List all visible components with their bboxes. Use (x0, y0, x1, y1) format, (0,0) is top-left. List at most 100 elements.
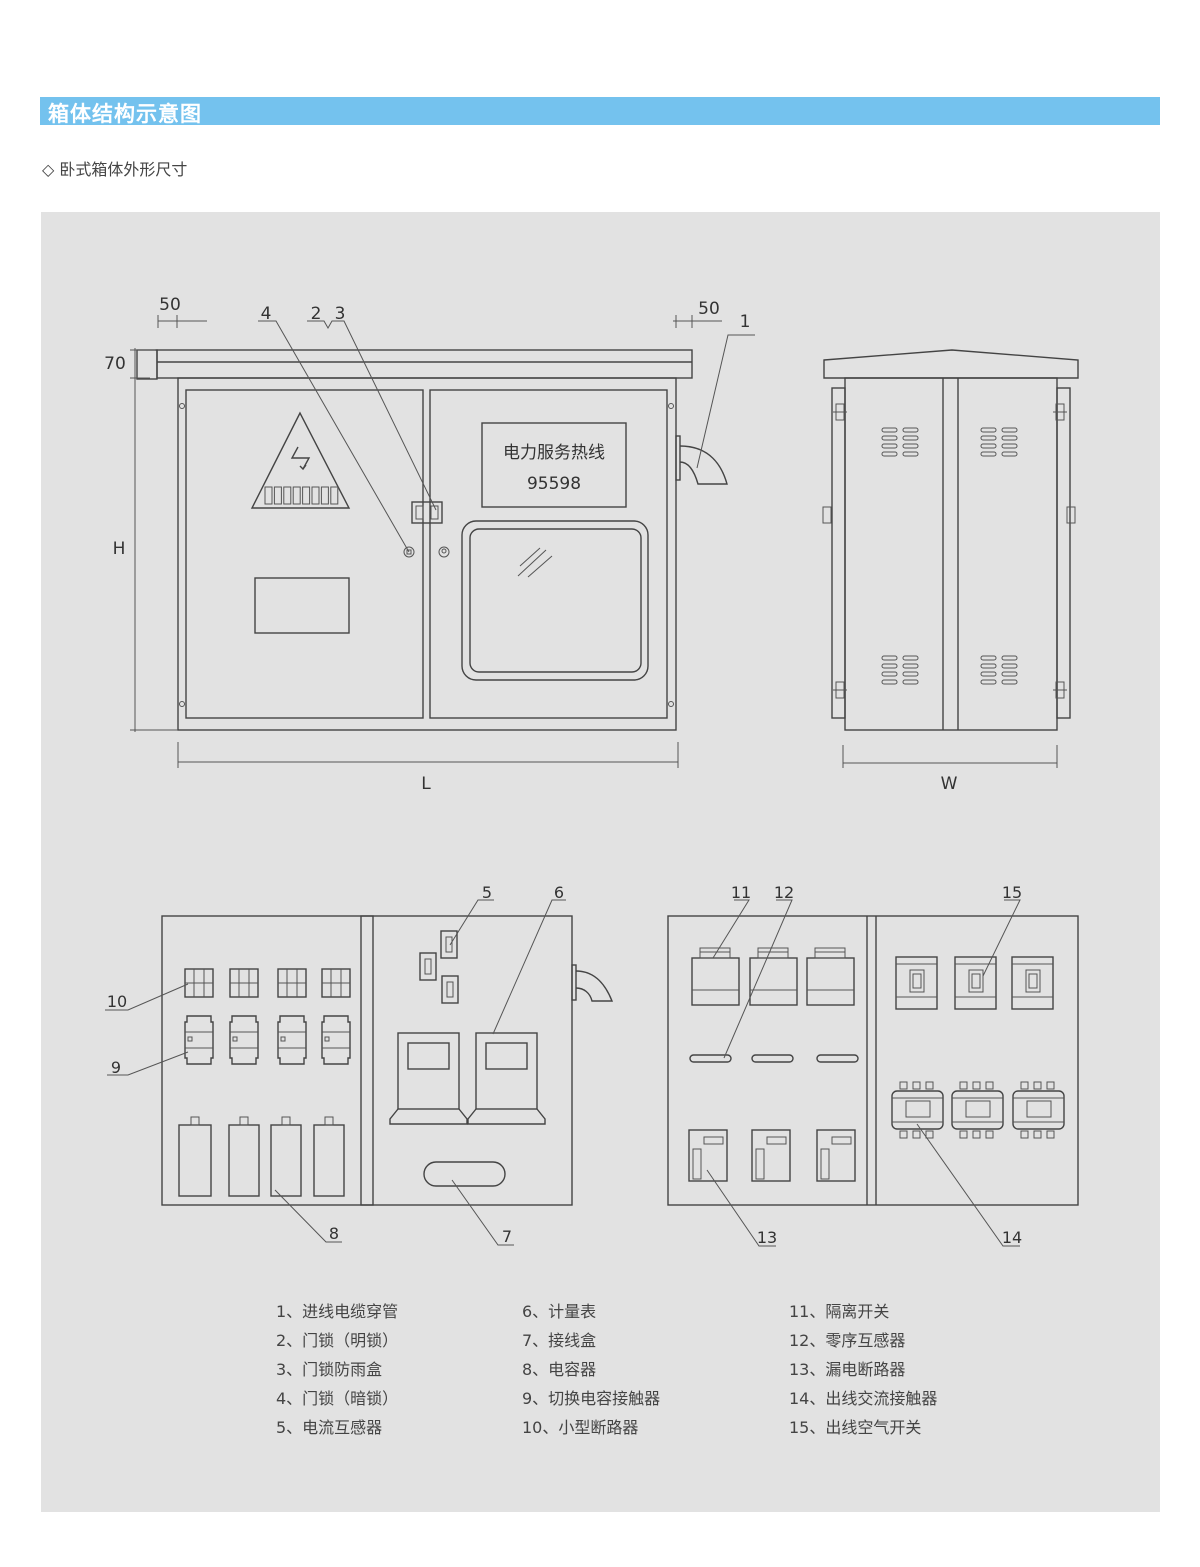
air-circuit-breaker (895, 956, 938, 1010)
left-interior-panel: 5 6 10 9 8 7 (105, 883, 614, 1246)
side-body (844, 377, 1058, 731)
callout-9: 9 (111, 1058, 121, 1077)
callout-2: 2 (311, 304, 322, 324)
cable-conduit (675, 435, 728, 485)
residual-current-breaker (751, 1129, 791, 1182)
legend-item: 2、门锁（明锁） (276, 1331, 399, 1350)
legend-item: 14、出线交流接触器 (789, 1389, 938, 1408)
capacitor (178, 1116, 212, 1197)
dim-height: H (113, 539, 126, 559)
lock-rain-box (411, 501, 443, 524)
ac-contactor (1012, 1081, 1065, 1139)
left-door (185, 389, 424, 719)
callout-4: 4 (261, 304, 272, 324)
callout-12: 12 (774, 883, 794, 902)
diagram-panel (41, 212, 1160, 1512)
hotline-number: 95598 (527, 474, 581, 494)
capacitor (313, 1116, 345, 1197)
legend-item: 9、切换电容接触器 (522, 1389, 661, 1408)
ac-contactor (891, 1081, 944, 1139)
legend-item: 15、出线空气开关 (789, 1418, 922, 1437)
legend-item: 6、计量表 (522, 1302, 597, 1321)
concealed-lock-icon (403, 546, 415, 558)
legend-item: 10、小型断路器 (522, 1418, 639, 1437)
roof-end (136, 349, 158, 380)
subtitle: ◇ 卧式箱体外形尺寸 (42, 156, 187, 180)
callouts: 4 2 3 1 (258, 304, 755, 553)
hinge-icon (833, 681, 847, 699)
dimensions: 50 50 70 H L (104, 295, 722, 794)
capacitor-switching-contactor (184, 1015, 214, 1065)
isolating-switch (691, 947, 740, 1006)
hinge-icon (1053, 681, 1067, 699)
callout-13: 13 (757, 1228, 777, 1247)
callouts: 11 12 15 13 14 (706, 883, 1022, 1247)
current-transformer (441, 975, 459, 1004)
callout-7: 7 (502, 1227, 512, 1246)
vent-louvre (980, 427, 1018, 457)
dim-roof-overhang-right: 50 (698, 299, 720, 319)
air-circuit-breaker (954, 956, 997, 1010)
capacitor-switching-contactor (321, 1015, 351, 1065)
side-roof (823, 349, 1079, 379)
callout-1: 1 (740, 312, 751, 332)
callout-5: 5 (482, 883, 492, 902)
junction-box (423, 1161, 506, 1187)
legend-item: 5、电流互感器 (276, 1418, 383, 1437)
cabinet-body (177, 377, 677, 731)
dim-width: W (941, 774, 958, 794)
subtitle-text: 卧式箱体外形尺寸 (59, 160, 188, 179)
zero-sequence-transformer (816, 1054, 859, 1063)
legend-item: 4、门锁（暗锁） (276, 1389, 399, 1408)
hotline-sign (481, 422, 627, 508)
meter-window (461, 520, 649, 681)
latch-icon (822, 506, 832, 524)
current-transformer (419, 952, 437, 981)
diamond-outline-icon: ◇ (42, 160, 55, 179)
ac-contactor (951, 1081, 1004, 1139)
callouts: 5 6 10 9 8 7 (105, 883, 566, 1246)
capacitor-switching-contactor (277, 1015, 307, 1065)
high-voltage-warning-icon (250, 411, 351, 509)
nameplate (254, 577, 350, 634)
energy-meter (389, 1032, 468, 1125)
miniature-circuit-breaker (321, 968, 351, 998)
residual-current-breaker (816, 1129, 856, 1182)
callout-8: 8 (329, 1224, 339, 1243)
legend-item: 13、漏电断路器 (789, 1360, 906, 1379)
callout-6: 6 (554, 883, 564, 902)
hinge-icons (179, 403, 674, 707)
right-door (429, 389, 668, 719)
roof (156, 349, 693, 379)
legend-item: 11、隔离开关 (789, 1302, 890, 1321)
dim-roof-height: 70 (104, 354, 126, 374)
zero-sequence-transformer (689, 1054, 732, 1063)
isolating-switch (806, 947, 855, 1006)
callout-10: 10 (107, 992, 127, 1011)
capacitor-switching-contactor (229, 1015, 259, 1065)
current-transformer (440, 930, 458, 959)
legend-item: 1、进线电缆穿管 (276, 1302, 399, 1321)
capacitor (228, 1116, 260, 1197)
legend-item: 3、门锁防雨盒 (276, 1360, 383, 1379)
hotline-title: 电力服务热线 (503, 443, 605, 463)
side-view: W (822, 349, 1079, 794)
vent-louvre (881, 427, 919, 457)
legend-item: 12、零序互感器 (789, 1331, 906, 1350)
right-interior-panel: 11 12 15 13 14 (667, 883, 1079, 1247)
lock-icon (438, 546, 450, 558)
legend-item: 8、电容器 (522, 1360, 597, 1379)
miniature-circuit-breaker (277, 968, 307, 998)
callout-15: 15 (1002, 883, 1022, 902)
hinge-icon (833, 403, 847, 421)
miniature-circuit-breaker (229, 968, 259, 998)
capacitor (270, 1116, 302, 1197)
callout-3: 3 (335, 304, 346, 324)
air-circuit-breaker (1011, 956, 1054, 1010)
front-view: 电力服务热线 95598 50 50 70 H L 4 (104, 295, 755, 794)
dim-roof-overhang-left: 50 (159, 295, 181, 315)
latch-icon (1066, 506, 1076, 524)
cable-conduit (571, 964, 614, 1002)
vent-louvre (881, 655, 919, 685)
